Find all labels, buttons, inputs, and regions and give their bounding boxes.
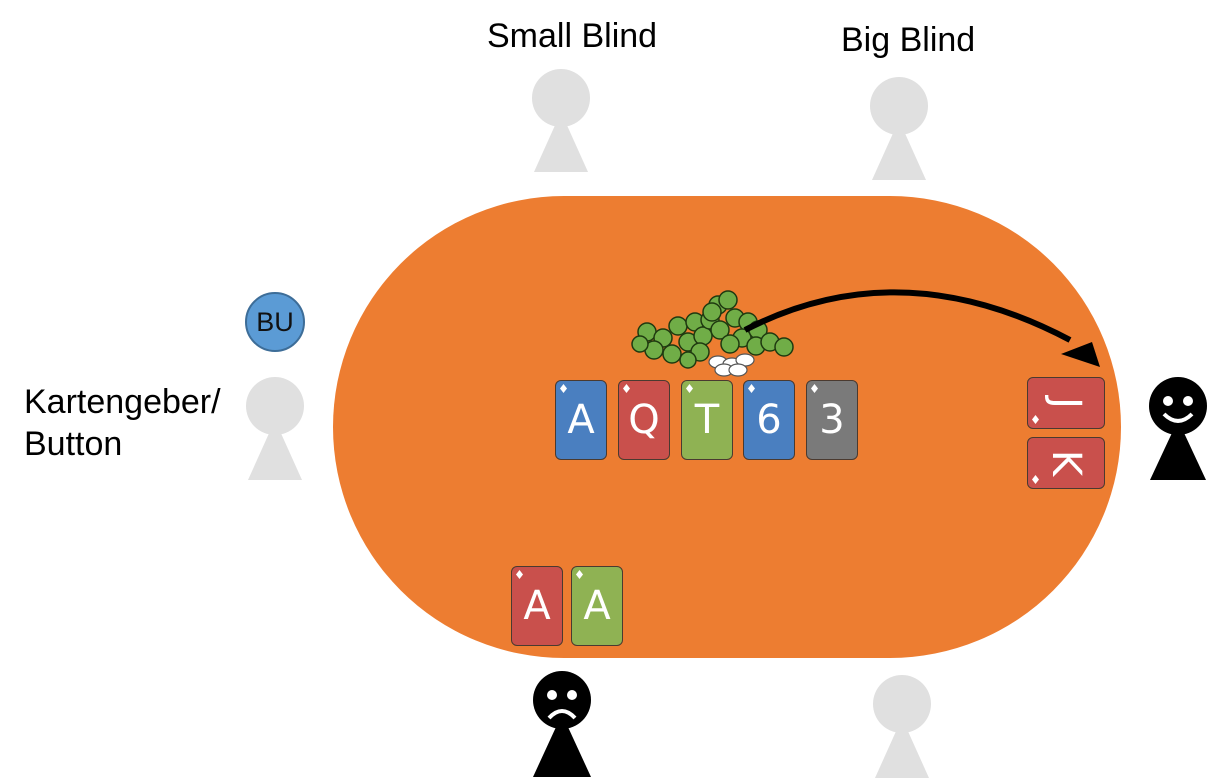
seat-big-blind-icon <box>870 77 928 180</box>
happy-opponent-icon <box>1149 377 1207 480</box>
dealer-label-line2: Button <box>24 425 123 463</box>
dealer-label-line1: Kartengeber/ <box>24 383 221 421</box>
board-card-3: T <box>681 380 733 460</box>
pot-arrow-head-icon <box>1061 342 1100 367</box>
board-card-4: 6 <box>743 380 795 460</box>
seat-empty-bottom-icon <box>873 675 931 778</box>
pot-arrow-line <box>743 289 1072 343</box>
board-card-1: A <box>555 380 607 460</box>
opponent-card-1: J <box>1027 377 1105 429</box>
opponent-card-2: K <box>1027 437 1105 489</box>
white-chips-icon <box>708 353 755 377</box>
board-card-5: 3 <box>806 380 858 460</box>
dealer-button-chip: BU <box>245 292 305 352</box>
player-card-1: A <box>511 566 563 646</box>
player-card-2: A <box>571 566 623 646</box>
chip-pile-icon <box>631 290 794 369</box>
board-card-2: Q <box>618 380 670 460</box>
seat-dealer-icon <box>246 377 304 480</box>
big-blind-label: Big Blind <box>841 21 976 59</box>
sad-player-icon <box>533 671 591 777</box>
small-blind-label: Small Blind <box>487 17 658 55</box>
seat-small-blind-icon <box>532 69 590 172</box>
